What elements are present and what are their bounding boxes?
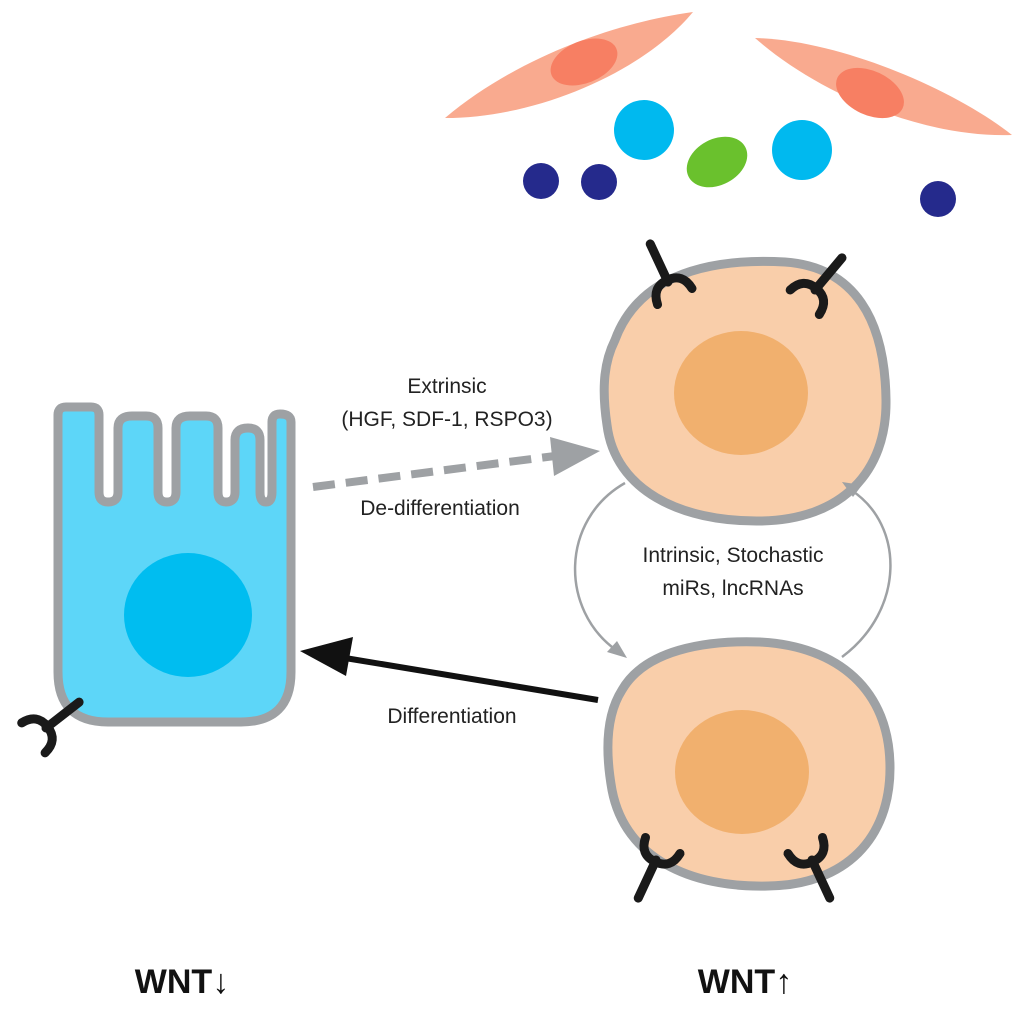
ligand-small-3 xyxy=(920,181,956,217)
ligand-small-2 xyxy=(581,164,617,200)
ligand-green xyxy=(686,136,748,188)
extrinsic-title: Extrinsic xyxy=(407,375,486,398)
extrinsic-factors: (HGF, SDF-1, RSPO3) xyxy=(341,408,552,431)
epithelial-nucleus xyxy=(124,553,252,677)
stem-cell-bottom xyxy=(603,637,895,891)
stem-nucleus-bottom xyxy=(675,710,809,834)
ligand-small-1 xyxy=(523,163,559,199)
intrinsic-label-line1: Intrinsic, Stochastic xyxy=(643,544,824,567)
fibroblast-right xyxy=(755,38,1012,136)
self-renewal-arrow-right xyxy=(841,482,892,659)
wnt-high-label: WNT↑ xyxy=(698,963,792,1001)
differentiation-arrow xyxy=(300,637,599,703)
stem-cell-top xyxy=(599,256,891,526)
dedifferentiation-arrow xyxy=(312,437,600,491)
intrinsic-label-line2: miRs, lncRNAs xyxy=(662,577,803,600)
ligand-large-2 xyxy=(772,120,832,180)
differentiation-label: Differentiation xyxy=(387,705,516,728)
epithelial-cell xyxy=(53,402,296,727)
dedifferentiation-label: De-differentiation xyxy=(360,497,520,520)
niche-factors xyxy=(523,100,956,217)
wnt-low-label: WNT↓ xyxy=(135,963,229,1001)
ligand-large-1 xyxy=(614,100,674,160)
fibroblast-left xyxy=(445,12,693,118)
self-renewal-arrow-left xyxy=(573,481,627,658)
stem-nucleus-top xyxy=(674,331,808,455)
